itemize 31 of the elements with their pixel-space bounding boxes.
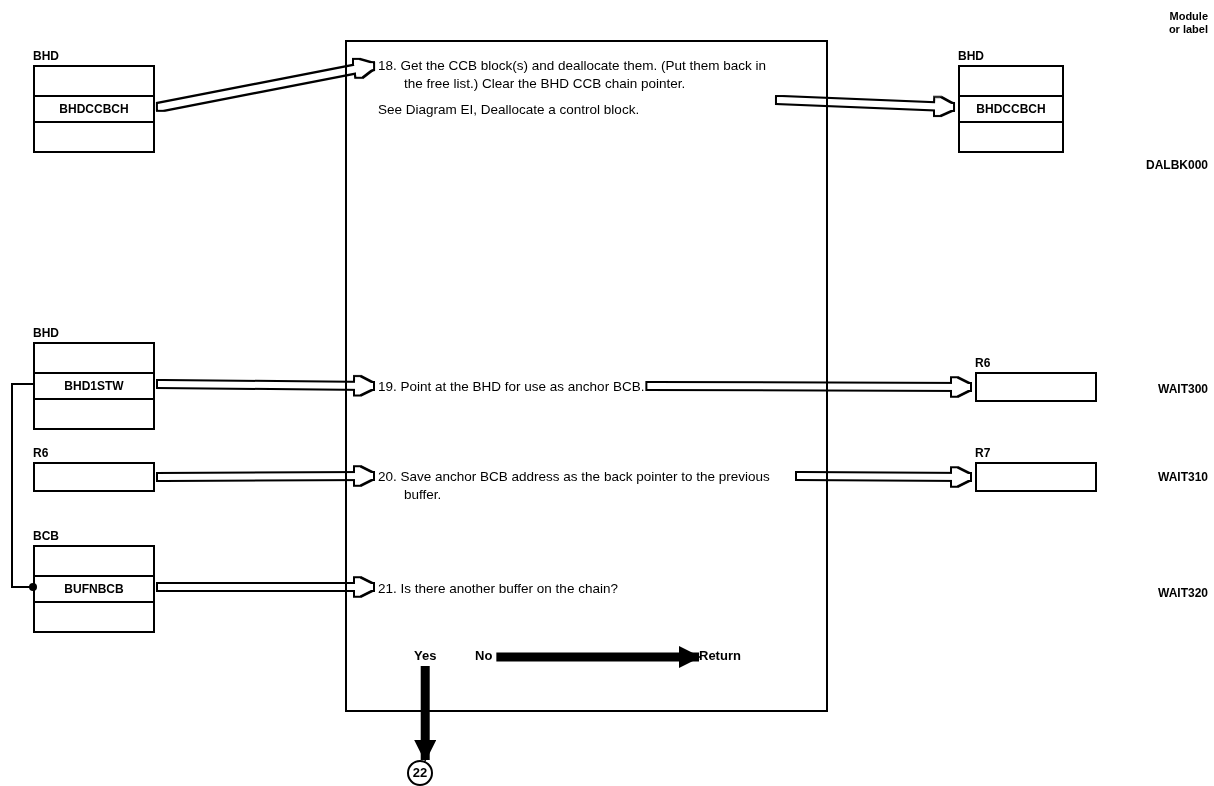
block-label: BHD: [33, 48, 60, 65]
module-label: WAIT320: [1158, 586, 1208, 600]
block-label: BCB: [33, 528, 60, 545]
arrow: [159, 469, 372, 484]
arrow: [414, 666, 437, 762]
field-cell: BUFNBCB: [35, 575, 153, 603]
process-box: [345, 40, 828, 712]
block-label: R6: [975, 355, 992, 372]
module-label: WAIT300: [1158, 382, 1208, 396]
block-label: R6: [33, 445, 50, 462]
module-label: WAIT310: [1158, 470, 1208, 484]
connector-circle: 22: [407, 760, 433, 786]
step-text: 20. Save anchor BCB address as the back pointer to the previous buffer.: [378, 468, 794, 504]
field-cell: BHD1STW: [35, 372, 153, 400]
block-label: R7: [975, 445, 992, 462]
branch-label: No: [475, 647, 493, 665]
block-label: BHD: [33, 325, 60, 342]
field-cell: BHDCCBCH: [960, 95, 1062, 123]
branch-label: Return: [699, 647, 741, 665]
step-text: 18. Get the CCB block(s) and deallocate them. (Put them back in the free list.) Clear the BHD CCB chain pointer.: [378, 57, 767, 93]
step-text: 19. Point at the BHD for use as anchor BCB.: [378, 378, 645, 396]
branch-label: Yes: [414, 647, 437, 665]
block-label: BHD: [958, 48, 985, 65]
column-header: Module or label: [1167, 10, 1208, 36]
arrow: [159, 580, 372, 594]
arrow: [496, 646, 701, 668]
module-label: DALBK000: [1146, 158, 1208, 172]
field-cell: BHDCCBCH: [35, 95, 153, 123]
note-text: See Diagram EI, Deallocate a control block.: [378, 101, 641, 119]
step-text: 21. Is there another buffer on the chain?: [378, 580, 618, 598]
arrow: [648, 379, 969, 394]
